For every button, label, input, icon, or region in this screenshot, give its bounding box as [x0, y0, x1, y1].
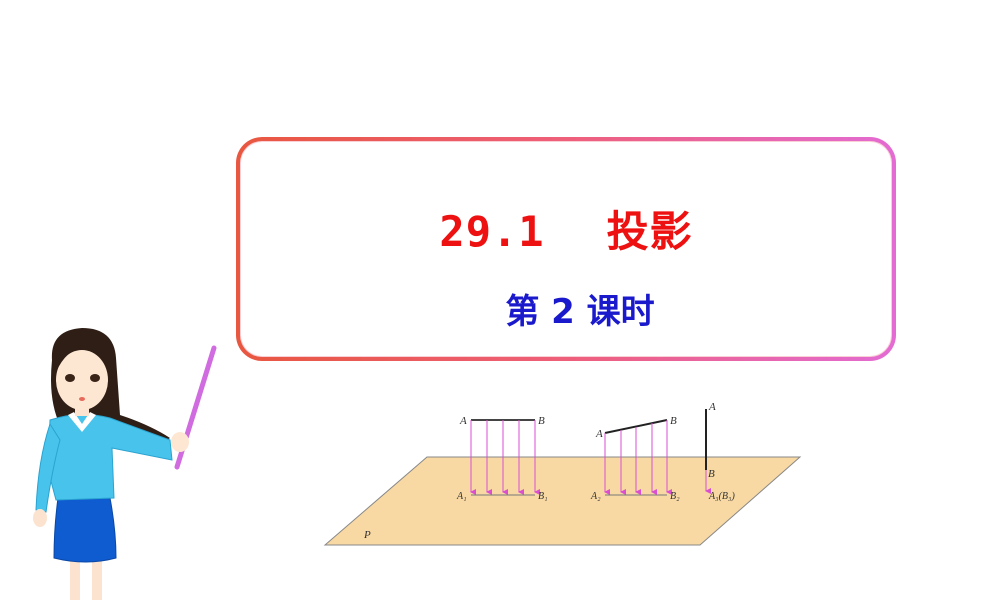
label-a: A [459, 415, 467, 427]
label-a: A [595, 428, 603, 440]
lesson-topic: 投影 [606, 207, 693, 256]
title-frame: 29.1 投影 第 2 课时 [236, 137, 896, 361]
label-a1: A₁ [456, 491, 467, 502]
plane-p [323, 456, 802, 546]
lesson-subtitle: 第 2 课时 [505, 292, 655, 332]
label-a3-b3: A₃(B₃) [708, 491, 736, 502]
lesson-title: 29.1 投影 [241, 198, 891, 259]
label-b: B [538, 415, 545, 427]
lesson-number: 29.1 [439, 207, 545, 256]
title-frame-inner: 29.1 投影 第 2 课时 [240, 141, 892, 357]
label-a: A [708, 401, 716, 413]
label-b: B [670, 415, 677, 427]
label-b1: B₁ [538, 491, 548, 502]
teacher-illustration [33, 328, 217, 600]
label-b2: B₂ [670, 491, 680, 502]
plane-label: P [363, 529, 371, 541]
label-b: B [708, 468, 715, 480]
label-a2: A₂ [590, 491, 601, 502]
projection-diagram: P A B A₁ B₁ A B A₂ B₂ A B A₃(B₃) [323, 401, 802, 546]
